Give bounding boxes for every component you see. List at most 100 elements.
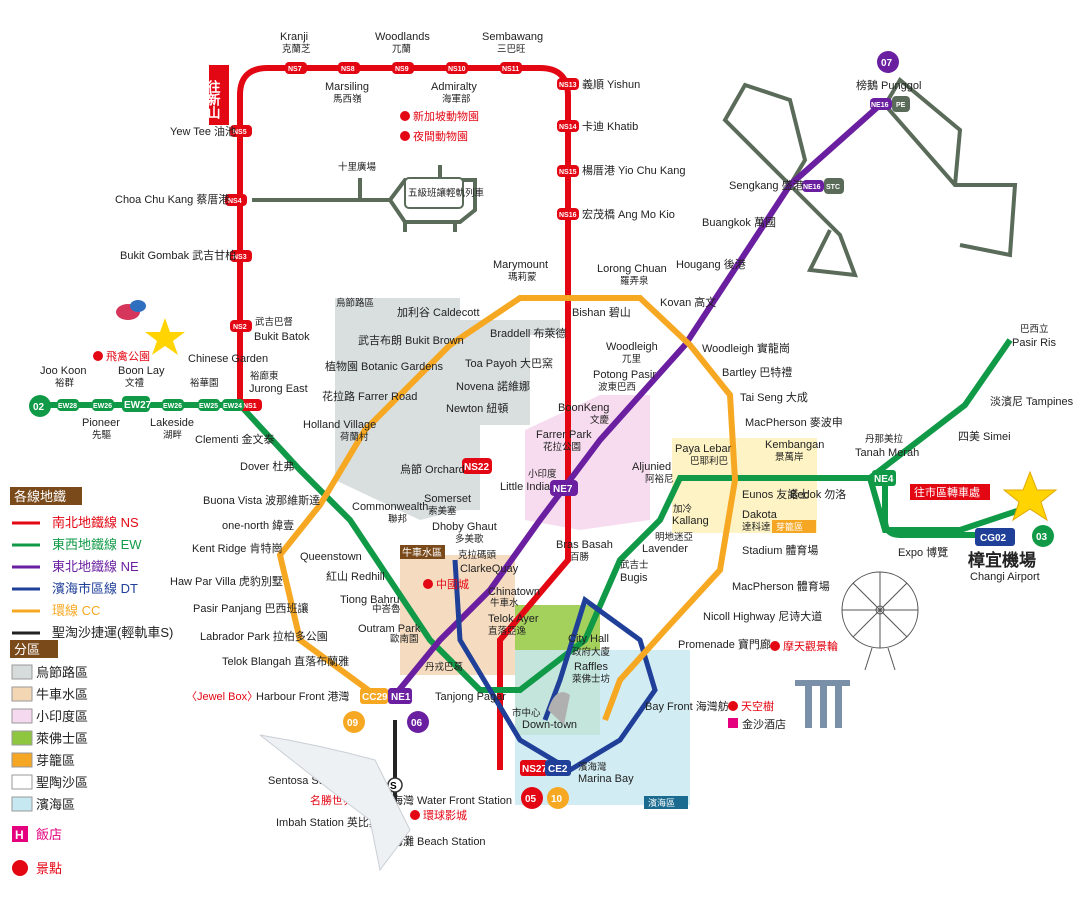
svg-text:克蘭芝: 克蘭芝 bbox=[282, 43, 311, 55]
svg-text:Commonwealth: Commonwealth bbox=[352, 501, 428, 513]
svg-text:NS22: NS22 bbox=[464, 462, 489, 473]
svg-text:Bugis: Bugis bbox=[620, 572, 648, 584]
svg-text:NS2: NS2 bbox=[233, 324, 247, 331]
svg-text:南北地鐵線 NS: 南北地鐵線 NS bbox=[52, 515, 139, 530]
svg-text:Tanah Merah: Tanah Merah bbox=[855, 447, 919, 459]
svg-text:環球影城: 環球影城 bbox=[423, 808, 467, 822]
svg-text:Newton 紐頓: Newton 紐頓 bbox=[446, 401, 508, 415]
svg-text:直落亞逸: 直落亞逸 bbox=[488, 625, 527, 637]
svg-text:Chinese Garden: Chinese Garden bbox=[188, 353, 268, 365]
svg-text:NE7: NE7 bbox=[553, 484, 573, 495]
svg-text:Buangkok 萬國: Buangkok 萬國 bbox=[702, 216, 776, 229]
svg-text:PE: PE bbox=[896, 102, 906, 109]
svg-text:NS11: NS11 bbox=[502, 66, 519, 73]
zone-chinatown-label: 牛車水區 bbox=[402, 546, 442, 559]
svg-text:09: 09 bbox=[347, 718, 359, 729]
airport-en: Changi Airport bbox=[970, 571, 1040, 583]
svg-text:BoonKeng: BoonKeng bbox=[558, 402, 609, 414]
svg-text:Kembangan: Kembangan bbox=[765, 439, 824, 451]
svg-text:Dhoby Ghaut: Dhoby Ghaut bbox=[432, 521, 497, 533]
zone-geylang-tag bbox=[772, 520, 816, 533]
svg-text:市中心: 市中心 bbox=[512, 707, 541, 719]
svg-text:Kallang: Kallang bbox=[672, 515, 709, 527]
svg-text:夜間動物園: 夜間動物園 bbox=[413, 129, 468, 143]
svg-text:Boon Lay: Boon Lay bbox=[118, 365, 165, 377]
svg-text:Nicoll Highway 尼诗大道: Nicoll Highway 尼诗大道 bbox=[703, 609, 822, 623]
svg-text:巴西立: 巴西立 bbox=[1020, 323, 1049, 335]
merlion bbox=[548, 692, 570, 725]
legend: 各線地鐵 南北地鐵線 NS 東西地鐵線 EW 東北地鐵線 NE 濱海市區線 DT… bbox=[10, 487, 173, 876]
svg-text:兀蘭: 兀蘭 bbox=[392, 43, 411, 55]
svg-text:裕群: 裕群 bbox=[55, 377, 75, 389]
svg-text:濱海區: 濱海區 bbox=[36, 797, 75, 812]
svg-text:文慶: 文慶 bbox=[590, 414, 610, 426]
ew-line-no bbox=[29, 395, 51, 417]
svg-text:聖陶沙區: 聖陶沙區 bbox=[36, 775, 88, 790]
svg-text:Choa Chu Kang 蔡厝港: Choa Chu Kang 蔡厝港 bbox=[115, 193, 229, 206]
svg-text:Woodleigh 實龍崗: Woodleigh 實龍崗 bbox=[702, 341, 790, 355]
svg-text:NS9: NS9 bbox=[395, 66, 409, 73]
svg-text:巴耶利巴: 巴耶利巴 bbox=[690, 455, 728, 467]
svg-text:Pasir Panjang 巴西班讓: Pasir Panjang 巴西班讓 bbox=[193, 601, 309, 615]
ne-top-line-no bbox=[877, 51, 899, 73]
station-badges: NS7 NS8 NS9 NS10 NS11 NS13 NS14 NS15 NS1… bbox=[57, 62, 1015, 776]
svg-text:Jurong East: Jurong East bbox=[249, 383, 308, 395]
zone-geylang-label: 芽籠區 bbox=[776, 521, 803, 532]
svg-text:丹戎巴葛: 丹戎巴葛 bbox=[425, 661, 463, 673]
airport-zh: 樟宜機場 bbox=[968, 550, 1036, 570]
svg-text:Telok Blangah 直落布蘭雅: Telok Blangah 直落布蘭雅 bbox=[222, 654, 349, 668]
svg-text:Potong Pasir: Potong Pasir bbox=[593, 369, 656, 381]
svg-text:羅弄泉: 羅弄泉 bbox=[620, 275, 649, 287]
svg-text:Kranji: Kranji bbox=[280, 31, 308, 43]
svg-text:Kovan 高文: Kovan 高文 bbox=[660, 295, 716, 309]
svg-text:飛禽公園: 飛禽公園 bbox=[106, 349, 150, 363]
svg-text:Labrador Park 拉柏多公園: Labrador Park 拉柏多公園 bbox=[200, 629, 328, 643]
to-jb-box bbox=[209, 65, 229, 125]
svg-text:Imbah Station 英比奧: Imbah Station 英比奧 bbox=[276, 815, 380, 829]
svg-text:City Hall: City Hall bbox=[568, 633, 609, 645]
svg-text:05: 05 bbox=[525, 794, 537, 805]
svg-text:Bukit Batok: Bukit Batok bbox=[254, 331, 310, 343]
svg-text:Paya Lebar: Paya Lebar bbox=[675, 443, 732, 455]
svg-text:Farrer Park: Farrer Park bbox=[536, 429, 592, 441]
zone-chinatown-tag bbox=[400, 545, 445, 559]
svg-text:東西地鐵線 EW: 東西地鐵線 EW bbox=[52, 537, 142, 552]
svg-text:NS5: NS5 bbox=[233, 129, 247, 136]
svg-text:萊佛士坊: 萊佛士坊 bbox=[572, 673, 611, 685]
svg-text:Haw Par Villa 虎豹別墅: Haw Par Villa 虎豹別墅 bbox=[170, 575, 283, 588]
svg-text:牛車水區: 牛車水區 bbox=[36, 687, 88, 702]
svg-text:NS10: NS10 bbox=[448, 66, 466, 73]
svg-text:Buona Vista 波那維斯達: Buona Vista 波那維斯達 bbox=[203, 494, 320, 507]
svg-text:NS14: NS14 bbox=[559, 124, 577, 131]
svg-text:Bukit Gombak 武吉甘柏: Bukit Gombak 武吉甘柏 bbox=[120, 248, 236, 262]
svg-text:10: 10 bbox=[551, 794, 563, 805]
line-cc bbox=[276, 295, 739, 722]
lrt-sengkang-punggol bbox=[722, 76, 1018, 278]
lrt-bp-label: 五級班讓輕軌列車 bbox=[408, 187, 485, 199]
svg-text:裕廊東: 裕廊東 bbox=[250, 370, 279, 382]
svg-text:金沙酒店: 金沙酒店 bbox=[742, 717, 786, 731]
svg-text:淡濱尼 Tampines: 淡濱尼 Tampines bbox=[990, 394, 1074, 408]
svg-text:Tanjong Pagar: Tanjong Pagar bbox=[435, 691, 506, 703]
svg-text:Little India: Little India bbox=[500, 481, 551, 493]
marina-bay-sands bbox=[795, 680, 850, 728]
airport-transfer: 往市區轉車處 bbox=[914, 485, 980, 499]
svg-text:武吉士: 武吉士 bbox=[620, 559, 649, 571]
svg-text:湖畔: 湖畔 bbox=[163, 429, 183, 441]
svg-text:Down-town: Down-town bbox=[522, 719, 577, 731]
svg-text:武吉巴督: 武吉巴督 bbox=[255, 316, 293, 328]
svg-text:明地迷亞: 明地迷亞 bbox=[655, 531, 694, 543]
svg-text:Novena 諾維娜: Novena 諾維娜 bbox=[456, 379, 530, 393]
svg-text:NS15: NS15 bbox=[559, 169, 577, 176]
svg-text:花拉公園: 花拉公園 bbox=[543, 441, 581, 453]
svg-text:文禮: 文禮 bbox=[125, 377, 145, 389]
svg-text:Harbour Front 港灣: Harbour Front 港灣 bbox=[256, 690, 350, 703]
svg-text:榜鵝 Punggol: 榜鵝 Punggol bbox=[856, 78, 921, 92]
svg-text:Marymount: Marymount bbox=[493, 259, 548, 271]
svg-text:02: 02 bbox=[33, 402, 45, 413]
svg-text:03: 03 bbox=[1036, 532, 1048, 543]
star-mascot-2 bbox=[145, 318, 185, 355]
zone-orchard-label: 烏節路區 bbox=[336, 297, 374, 309]
svg-text:Lavender: Lavender bbox=[642, 543, 688, 555]
